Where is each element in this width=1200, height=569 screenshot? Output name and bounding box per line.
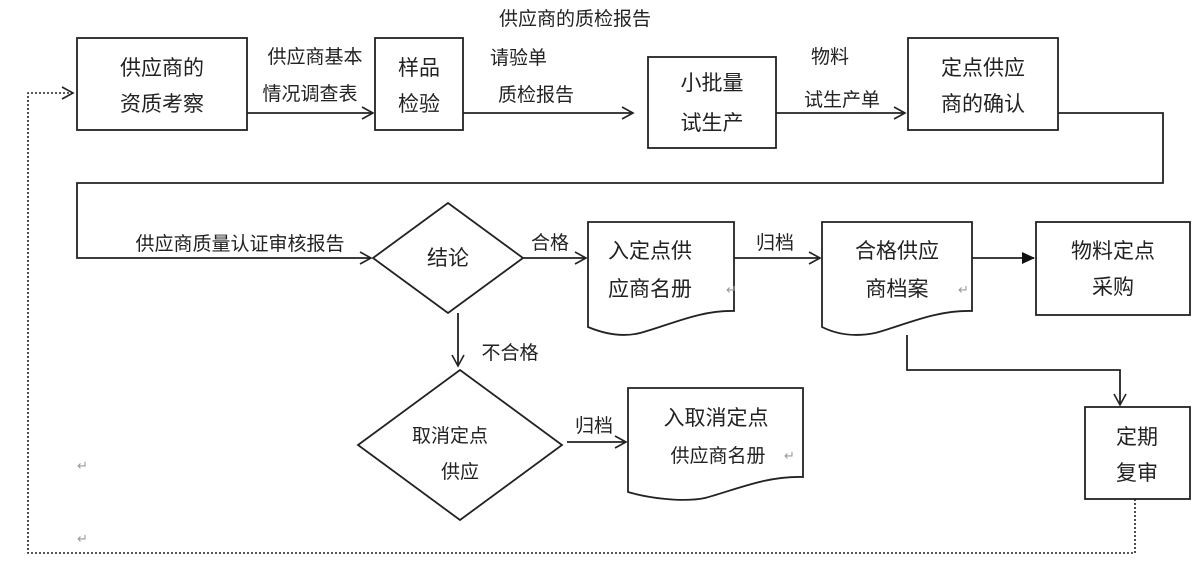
edge-label: 请验单 (490, 47, 547, 69)
node-text: 样品 (398, 56, 440, 80)
node-trial (647, 56, 777, 149)
edge-label: 供应商质量认证审核报告 (135, 233, 344, 255)
node-text: 检验 (398, 92, 440, 116)
paragraph-mark: ↵ (726, 283, 737, 298)
paragraph-mark: ↵ (77, 459, 88, 474)
paragraph-mark: ↵ (77, 532, 88, 547)
top-label: 供应商的质检报告 (499, 8, 651, 30)
edge-label: 试生产单 (804, 89, 880, 111)
edge-label: 情况调查表 (262, 83, 357, 105)
node-text: 供应商名册 (670, 445, 765, 467)
edge-loop-back (27, 86, 1136, 554)
node-text: 入定点供 (608, 239, 692, 263)
node-confirm (907, 37, 1059, 131)
node-text: 应商名册 (608, 277, 692, 301)
node-cancel (356, 368, 564, 522)
node-text: 小批量 (681, 71, 744, 95)
node-text: 商的确认 (941, 92, 1025, 116)
node-text: 试生产 (681, 111, 744, 135)
node-text: 入取消定点 (664, 406, 769, 430)
node-text: 复审 (1116, 461, 1158, 485)
edge-audit (76, 112, 1164, 265)
node-text: 资质考察 (120, 92, 204, 116)
node-text: 取消定点 (412, 425, 488, 447)
edge-label: 归档 (575, 415, 613, 437)
node-text: 商档案 (866, 277, 929, 301)
node-cancel-register (627, 387, 804, 501)
node-sample (374, 37, 464, 131)
node-text: 采购 (1092, 275, 1134, 299)
node-text: 物料定点 (1071, 239, 1155, 263)
edge-label: 质检报告 (498, 84, 574, 106)
paragraph-mark: ↵ (784, 449, 795, 464)
paragraph-mark: ↵ (958, 283, 969, 298)
edge-label: 物料 (811, 46, 849, 68)
node-text: 结论 (427, 246, 469, 270)
edge-label: 合格 (531, 232, 569, 254)
edge-label: 供应商基本 (267, 46, 362, 68)
node-text: 定点供应 (941, 56, 1025, 80)
edge-review (906, 335, 1127, 407)
edge-label: 归档 (756, 232, 794, 254)
edge-label: 不合格 (481, 342, 538, 364)
node-archive (821, 221, 973, 336)
node-text: 供应商的 (120, 56, 204, 80)
node-text: 定期 (1116, 425, 1158, 449)
node-review (1084, 406, 1191, 500)
node-purchase (1035, 221, 1191, 316)
node-qualification (76, 37, 248, 131)
node-text: 供应 (441, 461, 479, 483)
node-register (587, 221, 735, 336)
node-text: 合格供应 (855, 239, 939, 263)
